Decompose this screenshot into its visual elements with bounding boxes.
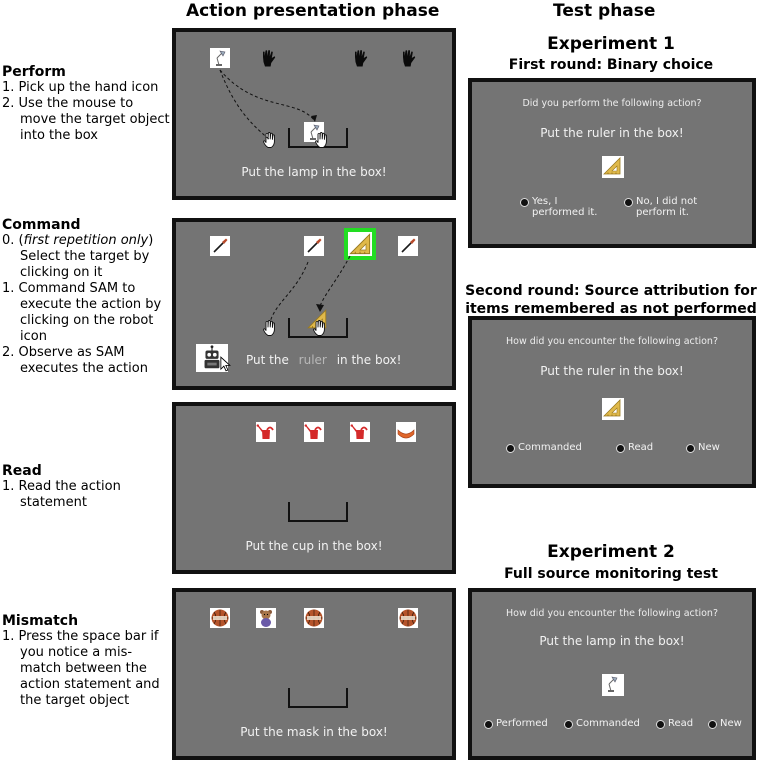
target-box <box>288 502 348 522</box>
lamp-icon[interactable] <box>210 48 230 68</box>
watering-can-icon <box>304 422 324 442</box>
full-source-question: How did you encounter the following acti… <box>505 608 718 619</box>
bear-icon <box>256 608 276 628</box>
command-panel: Put the ruler in the box! <box>172 218 456 390</box>
experiment-2-subtitle: Full source monitoring test <box>504 566 718 582</box>
action-phase-header: Action presentation phase <box>186 1 440 21</box>
perform-step-1: 1. Pick up the hand icon <box>2 80 159 95</box>
mismatch-panel: Put the mask in the box! <box>172 588 456 760</box>
ruler-triangle-icon <box>602 156 624 178</box>
command-step-0: 0. (first repetition only) Select the ta… <box>2 233 154 280</box>
radio-button[interactable] <box>656 720 665 729</box>
perform-title: Perform <box>2 64 66 80</box>
commanded-option[interactable]: Commanded <box>564 718 640 729</box>
pointer-hand-icon <box>260 318 280 338</box>
perform-description: Perform 1. Pick up the hand icon 2. Use … <box>2 64 170 144</box>
command-statement: Put the ruler in the box! <box>246 353 402 367</box>
read-title: Read <box>2 463 42 479</box>
basketball-icon <box>304 608 324 628</box>
perform-statement: Put the lamp in the box! <box>241 165 387 179</box>
commanded-option[interactable]: Commanded <box>506 442 582 453</box>
radio-button[interactable] <box>624 198 633 207</box>
binary-statement: Put the ruler in the box! <box>540 126 684 140</box>
new-option[interactable]: New <box>708 718 742 729</box>
watering-can-icon <box>350 422 370 442</box>
watering-can-icon <box>256 422 276 442</box>
attribution-question: How did you encounter the following acti… <box>505 336 718 347</box>
yes-option[interactable]: Yes, I performed it. <box>520 196 600 218</box>
mismatch-description: Mismatch 1. Press the space bar if you n… <box>2 613 170 709</box>
new-option[interactable]: New <box>686 442 720 453</box>
round-1-title: First round: Binary choice <box>508 57 714 73</box>
no-option[interactable]: No, I did not perform it. <box>624 196 718 218</box>
test-phase-header: Test phase <box>553 1 656 21</box>
binary-question: Did you perform the following action? <box>522 98 702 109</box>
command-description: Command 0. (first repetition only) Selec… <box>2 217 172 377</box>
shovel-icon[interactable] <box>398 236 418 256</box>
lamp-icon <box>602 674 624 696</box>
basketball-icon <box>398 608 418 628</box>
mismatch-statement: Put the mask in the box! <box>240 725 388 739</box>
ruler-triangle-icon <box>348 232 372 256</box>
perform-step-2: 2. Use the mouse to move the target obje… <box>2 96 170 143</box>
target-box <box>288 688 348 708</box>
read-panel: Put the cup in the box! <box>172 402 456 574</box>
hand-glove-icon[interactable] <box>350 48 370 68</box>
command-step-1: 1. Command SAM to execute the action by … <box>2 281 162 344</box>
basketball-icon <box>210 608 230 628</box>
ruler-triangle-icon <box>602 398 624 420</box>
read-statement: Put the cup in the box! <box>245 539 383 553</box>
radio-button[interactable] <box>564 720 573 729</box>
pointer-hand-icon[interactable] <box>312 130 332 150</box>
radio-button[interactable] <box>520 198 529 207</box>
command-target-word: ruler <box>298 353 327 367</box>
shovel-icon[interactable] <box>304 236 324 256</box>
mismatch-step-1: 1. Press the space bar if you notice a m… <box>2 629 160 708</box>
read-option[interactable]: Read <box>616 442 653 453</box>
experiment-2-title: Experiment 2 <box>547 542 675 562</box>
command-title: Command <box>2 217 81 233</box>
target-box <box>288 318 348 338</box>
mismatch-title: Mismatch <box>2 613 79 629</box>
sausage-icon <box>396 422 416 442</box>
source-attribution-panel: How did you encounter the following acti… <box>468 316 756 488</box>
experiment-1-title: Experiment 1 <box>547 34 675 54</box>
target-box <box>288 128 348 148</box>
full-source-panel: How did you encounter the following acti… <box>468 588 756 760</box>
read-description: Read 1. Read the action statement <box>2 463 170 511</box>
full-source-statement: Put the lamp in the box! <box>539 634 685 648</box>
read-option[interactable]: Read <box>656 718 693 729</box>
pointer-hand-icon[interactable] <box>260 130 280 150</box>
read-step-1: 1. Read the action statement <box>2 479 121 510</box>
radio-button[interactable] <box>708 720 717 729</box>
radio-button[interactable] <box>506 444 515 453</box>
round-2-title: Second round: Source attribution for ite… <box>465 283 757 317</box>
selected-target-highlight[interactable] <box>344 228 376 260</box>
radio-button[interactable] <box>484 720 493 729</box>
performed-option[interactable]: Performed <box>484 718 548 729</box>
hand-glove-icon[interactable] <box>398 48 418 68</box>
radio-button[interactable] <box>686 444 695 453</box>
attribution-statement: Put the ruler in the box! <box>540 364 684 378</box>
binary-choice-panel: Did you perform the following action? Pu… <box>468 78 756 248</box>
command-step-2: 2. Observe as SAM executes the action <box>2 345 148 376</box>
shovel-icon[interactable] <box>210 236 230 256</box>
perform-panel: Put the lamp in the box! <box>172 28 456 200</box>
radio-button[interactable] <box>616 444 625 453</box>
pointer-hand-icon <box>310 318 330 338</box>
cursor-arrow-icon <box>220 356 232 372</box>
hand-glove-icon[interactable] <box>258 48 278 68</box>
